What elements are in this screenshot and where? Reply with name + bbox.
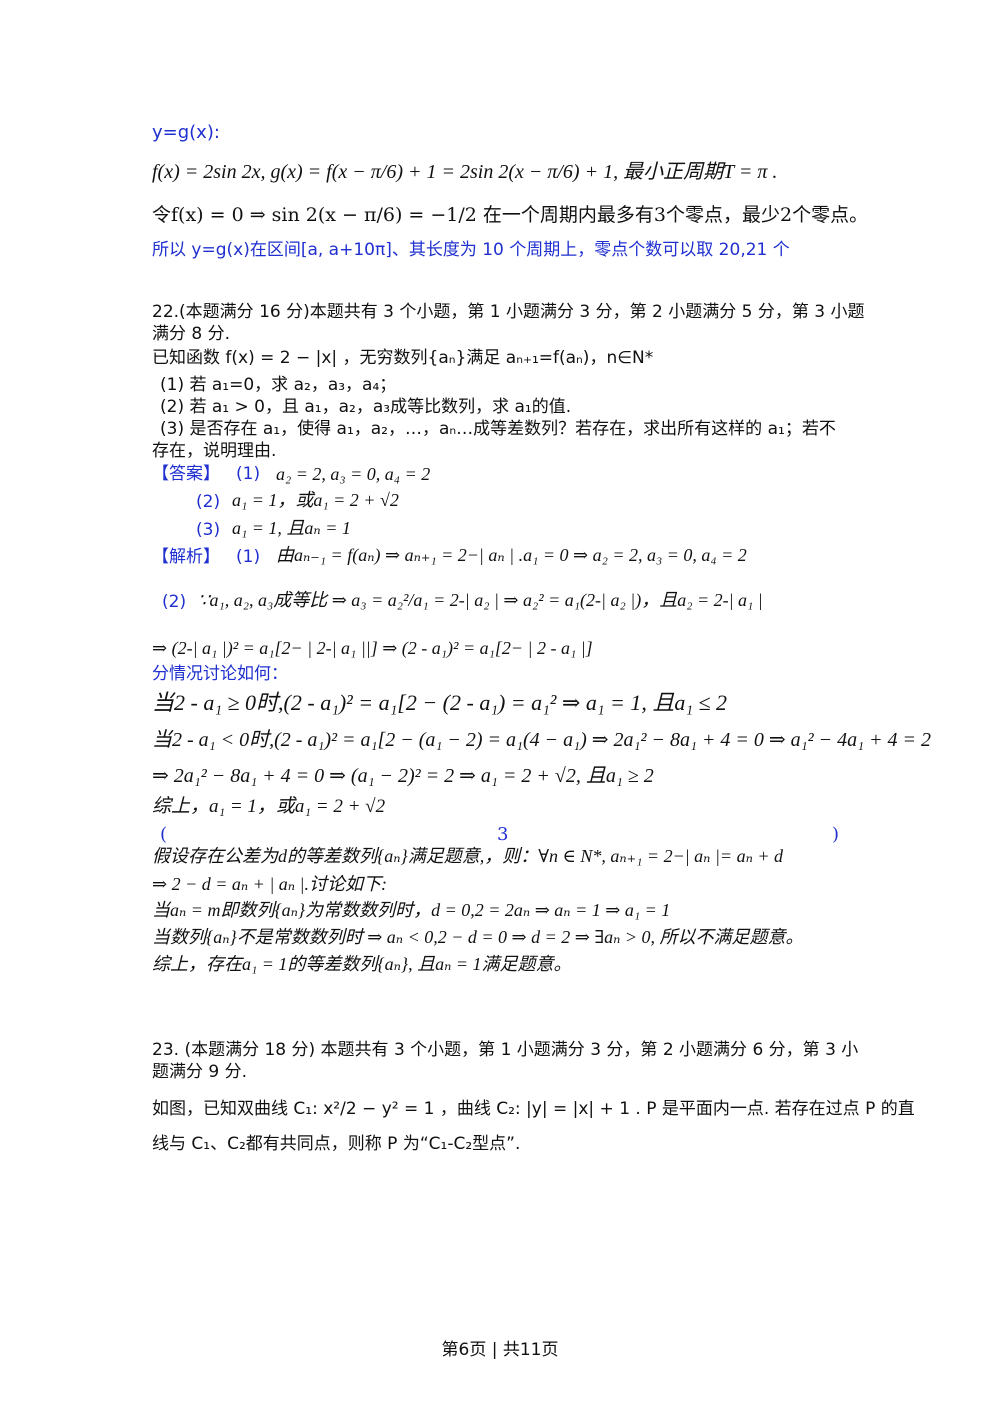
answer-1: a₂ = 2, a₃ = 0, a₄ = 2 [276,464,431,484]
q23-header-2: 题满分 9 分. [152,1062,248,1082]
section-3-close-paren: ) [832,824,840,845]
q23-body-2: 线与 C₁、C₂都有共同点，则称 P 为“C₁-C₂型点”. [152,1134,521,1154]
q22-sub1: (1) 若 a₁=0，求 a₂，a₃，a₄； [160,375,397,395]
q22-sub2: (2) 若 a₁ > 0，且 a₁，a₂，a₃成等比数列，求 a₁的值. [160,397,572,417]
solution-2-line-1: ∵a₁, a₂, a₃成等比 ⇒ a₃ = a₂²/a₁ = 2-| a₂ | … [198,590,763,610]
analysis-tag: 【解析】 [152,547,220,567]
solution-3-line-3: 当aₙ = m即数列{aₙ}为常数数列时，d = 0,2 = 2aₙ ⇒ aₙ … [152,900,671,920]
q23-header-1: 23. (本题满分 18 分) 本题共有 3 个小题，第 1 小题满分 3 分，… [152,1040,859,1060]
q23-body-1: 如图，已知双曲线 C₁: x²/2 − y² = 1 ，曲线 C₂: |y| =… [152,1099,915,1119]
summary-2: 综上，a₁ = 1，或a₁ = 2 + √2 [152,796,386,817]
answer-2: a₁ = 1，或a₁ = 2 + √2 [232,490,399,510]
q22-header-1: 22.(本题满分 16 分)本题共有 3 个小题，第 1 小题满分 3 分，第 … [152,302,865,322]
q22-given: 已知函数 f(x) = 2 − |x| ，无穷数列{aₙ}满足 aₙ₊₁=f(a… [152,348,654,368]
answer-3: a₁ = 1, 且aₙ = 1 [232,518,351,538]
section-3-open-paren: ( [160,824,168,845]
answer-tag: 【答案】 [152,464,220,484]
solution-2-line-2: ⇒ (2-| a₁ |)² = a₁[2− | 2-| a₁ ||] ⇒ (2 … [152,638,593,658]
answer-3-number: (3) [196,520,221,540]
solution-3-line-1: 假设存在公差为d的等差数列{aₙ}满足题意,，则：∀n ∈ N*, aₙ₊₁ =… [152,846,784,866]
solution-3-line-2: ⇒ 2 − d = aₙ + | aₙ |.讨论如下: [152,874,388,894]
answer-2-number: (2) [196,492,221,512]
solution-1: 由aₙ₋₁ = f(aₙ) ⇒ aₙ₊₁ = 2−| aₙ | .a₁ = 0 … [276,545,747,565]
solution-3-line-4: 当数列{aₙ}不是常数数列时 ⇒ aₙ < 0,2 − d = 0 ⇒ d = … [152,927,804,947]
ygx-label: y=g(x): [152,122,220,143]
q21-conclusion: 所以 y=g(x)在区间[a, a+10π]、其长度为 10 个周期上，零点个数… [152,240,790,260]
section-3-number: 3 [497,824,509,845]
solution-1-number: (1) [236,547,261,567]
section-3-marker: ( 3 ) [160,824,840,848]
equation-f-g: f(x) = 2sin 2x, g(x) = f(x − π/6) + 1 = … [152,161,778,183]
solution-3-line-5: 综上，存在a₁ = 1的等差数列{aₙ}, 且aₙ = 1满足题意。 [152,954,572,974]
page-footer: 第6页 | 共11页 [441,1340,559,1360]
answer-1-number: (1) [236,464,261,484]
case-1: 当2 - a₁ ≥ 0时,(2 - a₁)² = a₁[2 − (2 - a₁)… [152,690,728,715]
q22-sub3-1: (3) 是否存在 a₁，使得 a₁，a₂，…，aₙ…成等差数列？若存在，求出所有… [160,419,836,439]
solution-2-number: (2) [162,592,187,612]
cases-title: 分情况讨论如何： [152,664,288,684]
case-2: 当2 - a₁ < 0时,(2 - a₁)² = a₁[2 − (a₁ − 2)… [152,729,932,751]
equation-zero: 令f(x) = 0 ⇒ sin 2(x − π/6) = −1/2 在一个周期内… [152,204,869,226]
case-2b: ⇒ 2a₁² − 8a₁ + 4 = 0 ⇒ (a₁ − 2)² = 2 ⇒ a… [152,765,654,787]
q22-sub3-2: 存在，说明理由. [152,441,277,461]
q22-header-2: 满分 8 分. [152,324,231,344]
